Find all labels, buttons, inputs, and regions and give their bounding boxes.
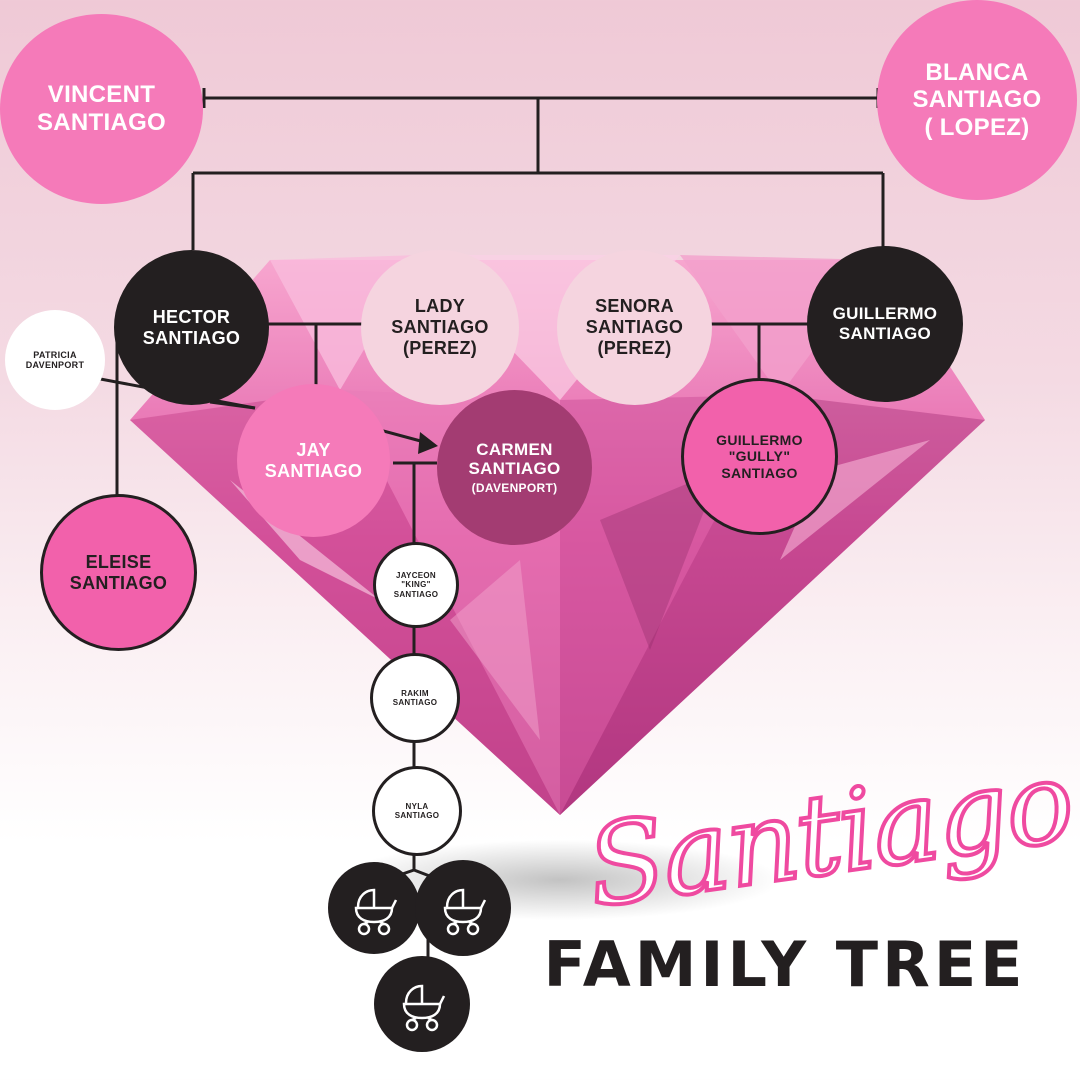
person-jayceon-king-santiago: JAYCEON "KING" SANTIAGO bbox=[373, 542, 459, 628]
baby-carriage-icon bbox=[402, 984, 446, 1032]
person-carmen-santiago: CARMEN SANTIAGO (DAVENPORT) bbox=[437, 390, 592, 545]
baby-carriage-node bbox=[415, 860, 511, 956]
person-guillermo-santiago: GUILLERMO SANTIAGO bbox=[807, 246, 963, 402]
title-family-tree: FAMILY TREE bbox=[543, 928, 1027, 1001]
person-patricia-davenport: PATRICIA DAVENPORT bbox=[5, 310, 105, 410]
person-blanca-santiago: BLANCA SANTIAGO ( LOPEZ) bbox=[877, 0, 1077, 200]
baby-carriage-node bbox=[374, 956, 470, 1052]
person-lady-santiago: LADY SANTIAGO (PEREZ) bbox=[361, 250, 519, 405]
person-hector-santiago: HECTOR SANTIAGO bbox=[114, 250, 269, 405]
person-jay-santiago: JAY SANTIAGO bbox=[237, 384, 390, 537]
baby-carriage-icon bbox=[354, 888, 398, 936]
baby-carriage-icon bbox=[443, 888, 487, 936]
person-nyla-santiago: NYLA SANTIAGO bbox=[372, 766, 462, 856]
person-rakim-santiago: RAKIM SANTIAGO bbox=[370, 653, 460, 743]
baby-carriage-node bbox=[328, 862, 420, 954]
person-eleise-santiago: ELEISE SANTIAGO bbox=[40, 494, 197, 651]
person-senora-santiago: SENORA SANTIAGO (PEREZ) bbox=[557, 250, 712, 405]
person-vincent-santiago: VINCENT SANTIAGO bbox=[0, 14, 203, 204]
person-guillermo-gully-santiago: GUILLERMO "GULLY" SANTIAGO bbox=[681, 378, 838, 535]
